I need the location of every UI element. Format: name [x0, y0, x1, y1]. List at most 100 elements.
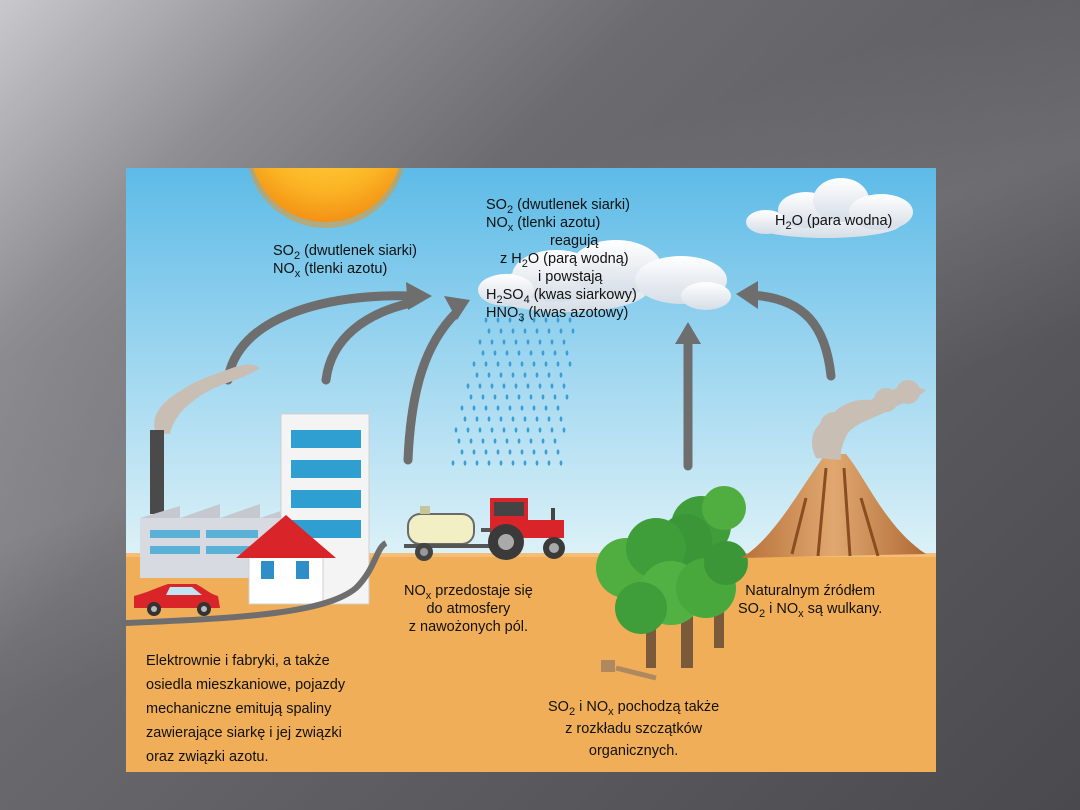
sun-icon [248, 168, 404, 228]
rain-drop [559, 372, 563, 378]
rain-drop [517, 350, 521, 356]
rain-drop [523, 460, 527, 466]
tractor-icon [404, 498, 565, 561]
rain-drop [502, 339, 506, 345]
rain-drop [535, 460, 539, 466]
rain-drop [514, 427, 518, 433]
rain-drop [538, 339, 542, 345]
acid-rain [451, 317, 575, 466]
rain-drop [559, 328, 563, 334]
trees-icon [596, 486, 748, 681]
rain-drop [499, 372, 503, 378]
rain-drop [490, 427, 494, 433]
rain-drop [496, 317, 500, 323]
rain-drop [547, 460, 551, 466]
rain-drop [568, 361, 572, 367]
rain-drop [559, 416, 563, 422]
rain-drop [511, 416, 515, 422]
rain-drop [526, 427, 530, 433]
rain-drop [550, 339, 554, 345]
rain-drop [466, 427, 470, 433]
rain-drop [514, 339, 518, 345]
rain-drop [526, 383, 530, 389]
rain-drop [499, 416, 503, 422]
rain-drop [481, 438, 485, 444]
rain-drop [451, 460, 455, 466]
rain-drop [460, 449, 464, 455]
rain-drop [568, 317, 572, 323]
rain-drop [529, 394, 533, 400]
emissions-label: SO2 (dwutlenek siarki) NOx (tlenki azotu… [273, 243, 417, 280]
rain-drop [487, 328, 491, 334]
small-cloud-icon [746, 178, 913, 238]
rain-drop [532, 449, 536, 455]
rain-drop [487, 460, 491, 466]
rain-drop [466, 383, 470, 389]
rain-drop [454, 427, 458, 433]
rain-drop [544, 405, 548, 411]
rain-drop [520, 317, 524, 323]
rain-drop [547, 372, 551, 378]
rain-drop [535, 372, 539, 378]
rain-drop [484, 449, 488, 455]
car-icon [134, 584, 220, 616]
rain-drop [505, 350, 509, 356]
rain-drop [562, 427, 566, 433]
rain-drop [511, 460, 515, 466]
rain-drop [571, 328, 575, 334]
rain-drop [538, 383, 542, 389]
rain-drop [478, 427, 482, 433]
rain-drop [484, 405, 488, 411]
rain-drop [472, 405, 476, 411]
rain-drop [553, 394, 557, 400]
rain-drop [556, 449, 560, 455]
rain-drop [553, 438, 557, 444]
rain-drop [484, 361, 488, 367]
rain-drop [499, 460, 503, 466]
rain-drop [490, 339, 494, 345]
rain-drop [508, 449, 512, 455]
rain-drop [493, 438, 497, 444]
rain-drop [532, 317, 536, 323]
rain-drop [469, 394, 473, 400]
rain-drop [487, 416, 491, 422]
rain-drop [469, 438, 473, 444]
rain-drop [541, 394, 545, 400]
rain-drop [508, 317, 512, 323]
rain-drop [541, 350, 545, 356]
rain-drop [553, 350, 557, 356]
rain-drop [541, 438, 545, 444]
road [126, 540, 388, 626]
rain-drop [493, 350, 497, 356]
rain-drop [496, 361, 500, 367]
fertilizer-label: NOx przedostaje się do atmosfery z nawoż… [404, 583, 533, 635]
rain-drop [547, 328, 551, 334]
rain-drop [562, 339, 566, 345]
volcano-label: Naturalnym źródłem SO2 i NOx są wulkany. [738, 583, 883, 620]
rain-drop [517, 394, 521, 400]
rain-drop [538, 427, 542, 433]
rain-drop [502, 427, 506, 433]
rain-drop [472, 449, 476, 455]
rain-drop [502, 383, 506, 389]
rain-drop [529, 350, 533, 356]
rain-drop [499, 328, 503, 334]
rain-drop [478, 383, 482, 389]
emission-arrows [223, 290, 836, 471]
rain-drop [475, 416, 479, 422]
rain-drop [463, 416, 467, 422]
cloud-reaction-label: SO2 (dwutlenek siarki) NOx (tlenki azotu… [486, 197, 637, 324]
rain-drop [508, 405, 512, 411]
rain-drop [457, 438, 461, 444]
rain-drop [463, 460, 467, 466]
rain-drop [535, 328, 539, 334]
rain-drop [520, 449, 524, 455]
rain-drop [562, 383, 566, 389]
rain-drop [460, 405, 464, 411]
rain-drop [478, 339, 482, 345]
cloud-icon [478, 240, 731, 312]
arrow-heads [406, 281, 758, 344]
acid-rain-diagram: SO2 (dwutlenek siarki) NOx (tlenki azotu… [126, 168, 936, 772]
rain-drop [481, 350, 485, 356]
rain-drop [544, 317, 548, 323]
